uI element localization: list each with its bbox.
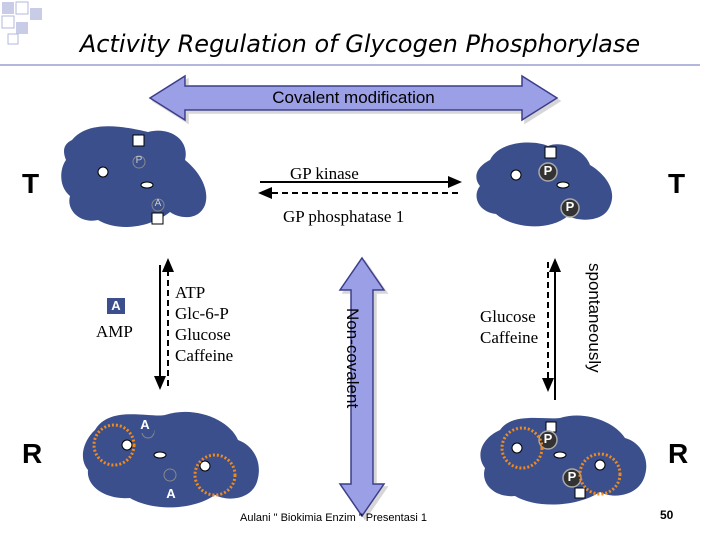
amp-badge: A [136,417,154,433]
phosphatase-label: GP phosphatase 1 [283,207,405,226]
phospho-mark: P [567,469,577,484]
state-t-right: T [668,168,686,199]
page-title: Activity Regulation of Glycogen Phosphor… [79,30,641,58]
amp-label: AMP [96,322,133,341]
amp-site-label: A [154,198,162,209]
effector-item: Caffeine [480,328,539,347]
amp-badge: A [107,298,125,314]
kinase-arrow [260,176,462,188]
spontaneous-arrow [549,258,561,400]
phosphatase-arrow [258,187,462,199]
spontaneous-label: spontaneously [585,263,604,373]
kinase-label: GP kinase [290,164,359,183]
inhibitor-arrow-left [162,258,174,386]
binding-ring-right-top [500,426,544,470]
state-t-left: T [22,168,40,199]
effector-item: Glucose [175,325,231,344]
effector-item: Glc-6-P [175,304,229,323]
effector-item: ATP [175,283,206,302]
right-effector-list: Glucose Caffeine [480,306,538,348]
noncovalent-arrow [338,256,386,518]
amp-activation-arrow [154,265,166,390]
effector-item: Caffeine [175,346,234,365]
covalent-modification-label: Covalent modification [272,88,435,107]
title-divider [0,64,700,66]
inhibitor-arrow-right [542,262,554,392]
footer-text: Aulani " Biokimia Enzim " Presentasi 1 [240,512,427,524]
state-r-left: R [22,438,43,469]
page-number: 50 [660,508,674,522]
phospho-mark: P [565,199,575,214]
binding-ring-right-bottom [578,452,622,496]
covalent-modification-arrow [148,74,559,122]
phospho-site-label: P [135,155,143,166]
phospho-mark: P [543,431,553,446]
enzyme-t-left [61,126,207,227]
left-effector-list: ATP Glc-6-P Glucose Caffeine [175,282,233,366]
amp-badge: A [162,486,180,502]
noncovalent-label: Non-covalent [343,308,362,409]
state-r-right: R [668,438,689,469]
enzyme-t-right [476,142,613,227]
binding-ring-left-bottom [193,453,237,497]
binding-ring-left-top [92,423,136,467]
phospho-mark: P [543,163,553,178]
corner-decoration [1,1,42,45]
effector-item: Glucose [480,307,536,326]
enzyme-r-right [480,415,647,505]
